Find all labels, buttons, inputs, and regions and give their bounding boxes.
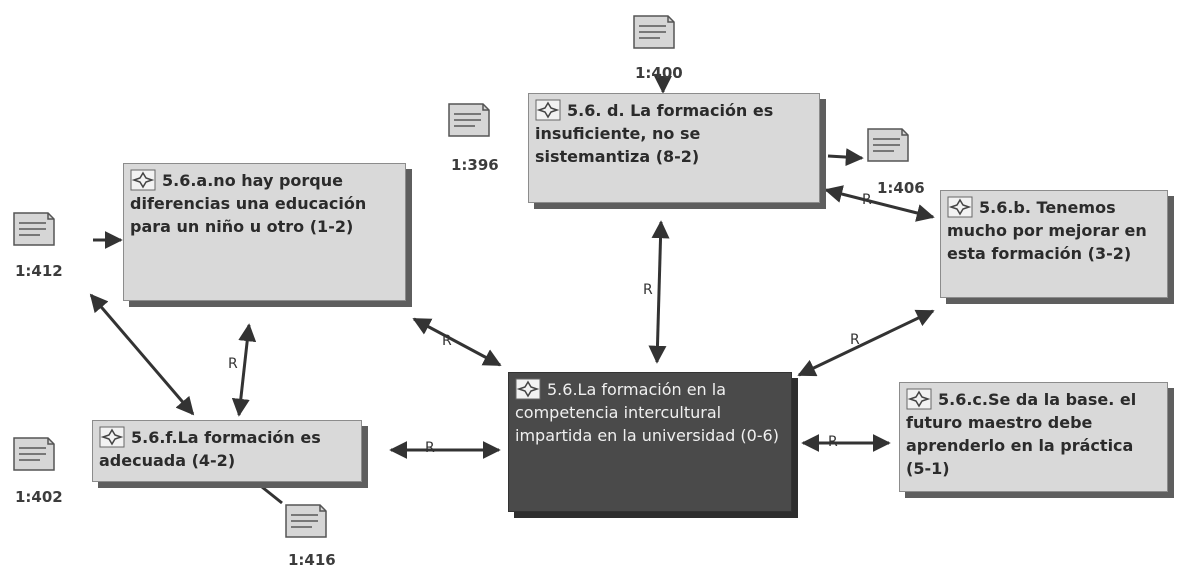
code-label: 5.6.f.La formación es adecuada (4-2) (99, 428, 321, 470)
code-node-5-6-center[interactable]: 5.6.La formación en la competencia inter… (508, 372, 792, 512)
relation-label-d-b: R (862, 192, 872, 208)
quotation-label-1-402: 1:402 (15, 488, 63, 506)
quotation-label-1-406: 1:406 (877, 179, 925, 197)
code-label: 5.6.c.Se da la base. el futuro maestro d… (906, 390, 1137, 478)
relation-label-a-center: R (442, 333, 452, 349)
code-icon (99, 426, 125, 448)
quotation-icon (448, 103, 490, 137)
code-node-5-6-a[interactable]: 5.6.a.no hay porque diferencias una educ… (123, 163, 406, 301)
code-node-5-6-f[interactable]: 5.6.f.La formación es adecuada (4-2) (92, 420, 362, 482)
edge-q412-f (89, 293, 195, 416)
code-icon (906, 388, 932, 410)
edge-d-q406 (827, 148, 864, 167)
quotation-icon (285, 504, 327, 538)
relation-label-f-center: R (425, 440, 435, 456)
quotation-icon (633, 15, 675, 49)
relation-label-b-center: R (850, 332, 860, 348)
edge-f-q416 (261, 485, 283, 505)
relation-label-center-c: R (828, 434, 838, 450)
code-label: 5.6.b. Tenemos mucho por mejorar en esta… (947, 198, 1147, 263)
code-icon (515, 378, 541, 400)
relation-label-a-f: R (228, 356, 238, 372)
code-label: 5.6.La formación en la competencia inter… (515, 380, 779, 445)
code-label: 5.6. d. La formación es insuficiente, no… (535, 101, 774, 166)
code-label: 5.6.a.no hay porque diferencias una educ… (130, 171, 367, 236)
quotation-label-1-396: 1:396 (451, 156, 499, 174)
quotation-label-1-416: 1:416 (288, 551, 336, 569)
edge-a-center (412, 317, 502, 367)
code-node-5-6-c[interactable]: 5.6.c.Se da la base. el futuro maestro d… (899, 382, 1168, 492)
edge-d-b (824, 185, 935, 222)
edge-a-f (231, 323, 257, 417)
quotation-label-1-412: 1:412 (15, 262, 63, 280)
relation-label-d-center: R (643, 282, 653, 298)
edge-b-center (797, 309, 935, 377)
quotation-label-1-400: 1:400 (635, 64, 683, 82)
code-icon (535, 99, 561, 121)
code-icon (947, 196, 973, 218)
code-node-5-6-d[interactable]: 5.6. d. La formación es insuficiente, no… (528, 93, 820, 203)
quotation-icon (13, 437, 55, 471)
quotation-icon (13, 212, 55, 246)
code-icon (130, 169, 156, 191)
code-node-5-6-b[interactable]: 5.6.b. Tenemos mucho por mejorar en esta… (940, 190, 1168, 298)
edge-d-center (648, 220, 670, 364)
quotation-icon (867, 128, 909, 162)
